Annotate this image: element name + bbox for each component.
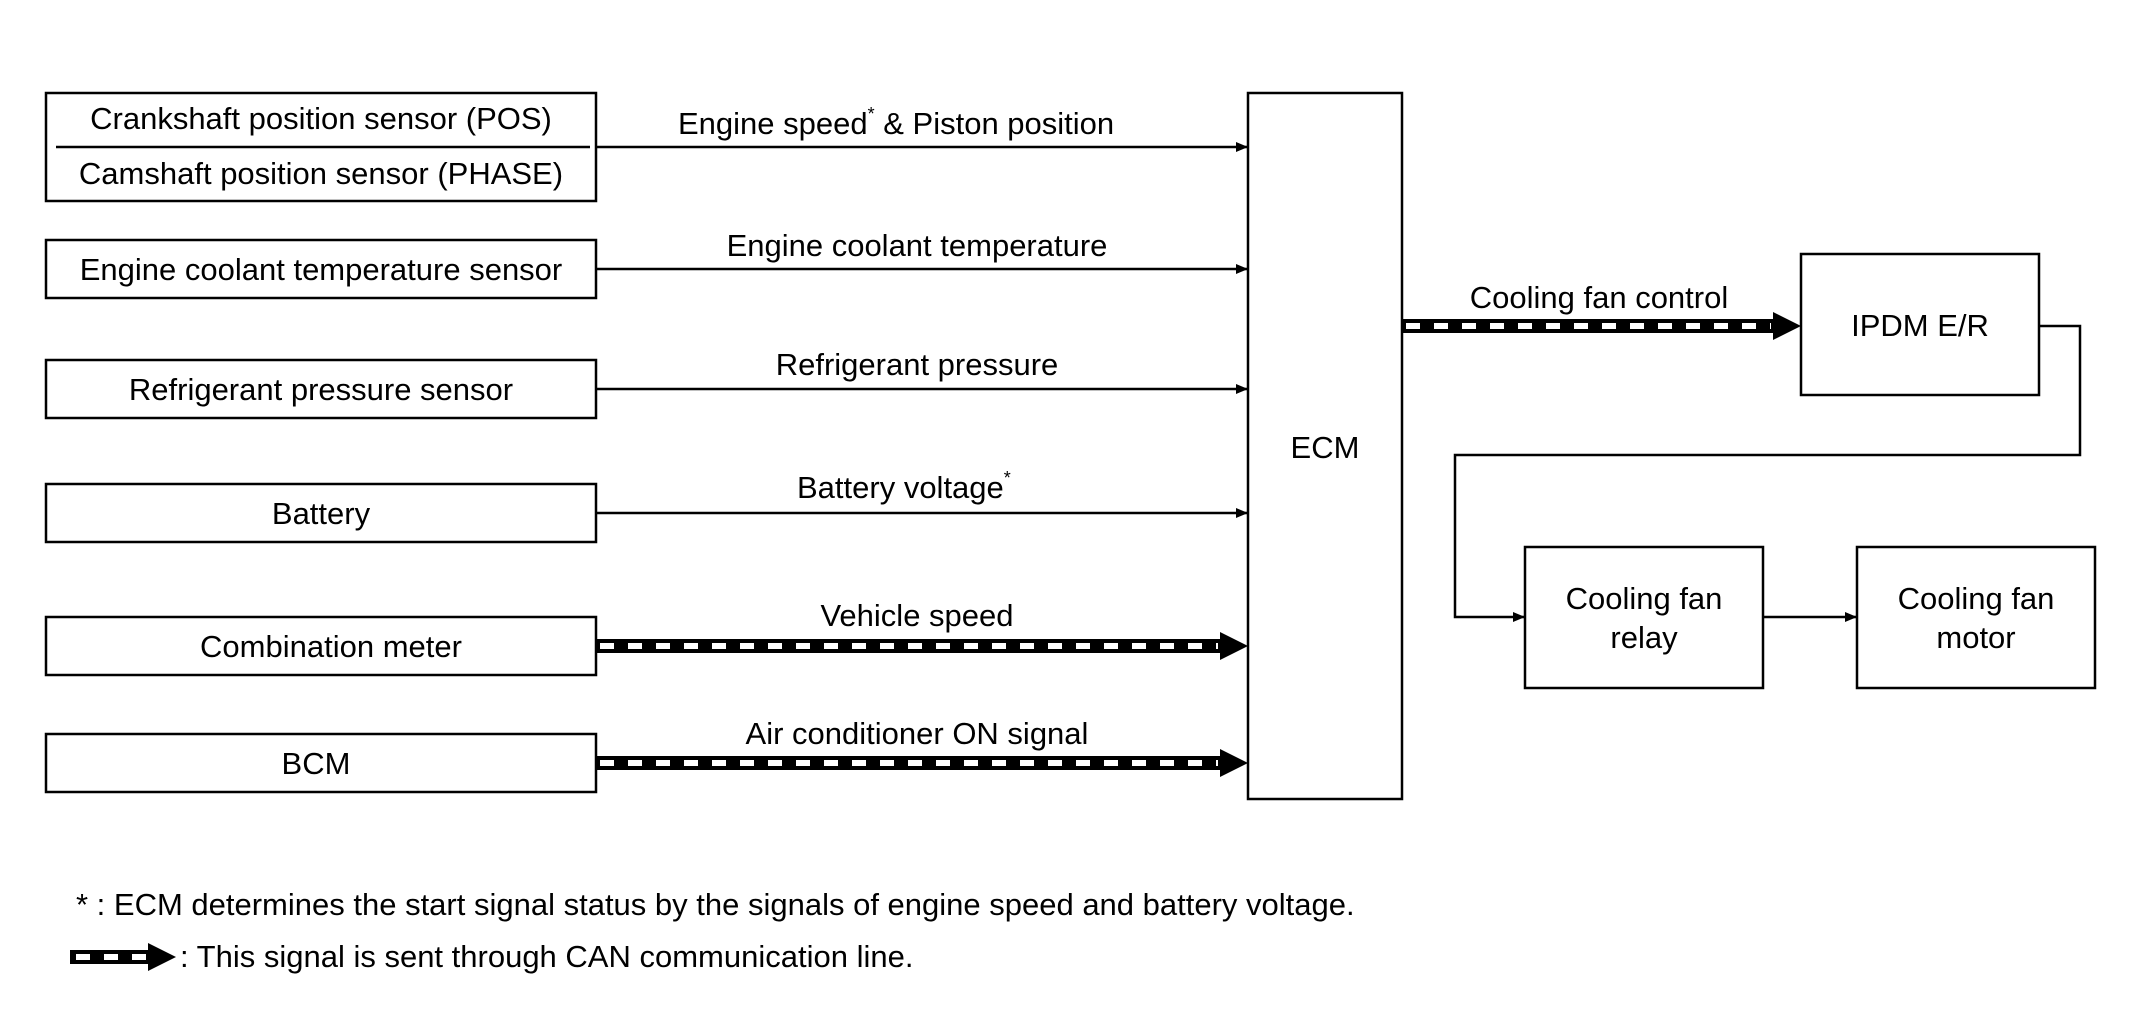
fan-control-can-arrow	[1402, 312, 1801, 340]
motor-label-line2: motor	[1936, 620, 2015, 655]
ac-on-can-arrow	[596, 749, 1248, 777]
cooling-fan-motor-box: Cooling fan motor	[1855, 545, 2097, 690]
coolant-signal: Engine coolant temperature	[727, 228, 1108, 263]
refrigerant-sensor-label: Refrigerant pressure sensor	[129, 372, 513, 407]
bcm-box: BCM	[44, 732, 598, 794]
vehicle-speed-can-arrow	[596, 632, 1248, 660]
vehicle-speed-signal: Vehicle speed	[820, 598, 1013, 633]
crank-cam-box: Crankshaft position sensor (POS) Camshaf…	[44, 91, 598, 203]
can-legend-icon	[70, 943, 176, 971]
can-footnote: : This signal is sent through CAN commun…	[180, 939, 913, 974]
ecm-label: ECM	[1291, 430, 1360, 465]
camshaft-sensor-label: Camshaft position sensor (PHASE)	[79, 156, 563, 191]
ect-sensor-box: Engine coolant temperature sensor	[44, 238, 598, 300]
refrigerant-sensor-box: Refrigerant pressure sensor	[44, 358, 598, 420]
relay-label-line1: Cooling fan	[1566, 581, 1723, 616]
asterisk-footnote: * : ECM determines the start signal stat…	[76, 887, 1355, 922]
fan-control-signal: Cooling fan control	[1470, 280, 1729, 315]
motor-label-line1: Cooling fan	[1898, 581, 2055, 616]
ipdm-label: IPDM E/R	[1851, 308, 1989, 343]
ecm-box: ECM	[1246, 91, 1404, 801]
cooling-fan-relay-box: Cooling fan relay	[1523, 545, 1765, 690]
refrigerant-signal: Refrigerant pressure	[776, 347, 1059, 382]
crankshaft-sensor-label: Crankshaft position sensor (POS)	[90, 101, 552, 136]
ac-on-signal: Air conditioner ON signal	[746, 716, 1089, 751]
combination-meter-label: Combination meter	[200, 629, 462, 664]
battery-voltage-signal: Battery voltage*	[797, 468, 1011, 505]
engine-speed-signal: Engine speed* & Piston position	[678, 104, 1114, 141]
battery-box: Battery	[44, 482, 598, 544]
battery-label: Battery	[272, 496, 371, 531]
combination-meter-box: Combination meter	[44, 615, 598, 677]
ipdm-to-relay-arrow	[1453, 324, 2082, 622]
relay-label-line2: relay	[1610, 620, 1678, 655]
ect-sensor-label: Engine coolant temperature sensor	[80, 252, 563, 287]
ipdm-box: IPDM E/R	[1799, 252, 2041, 397]
bcm-label: BCM	[282, 746, 351, 781]
